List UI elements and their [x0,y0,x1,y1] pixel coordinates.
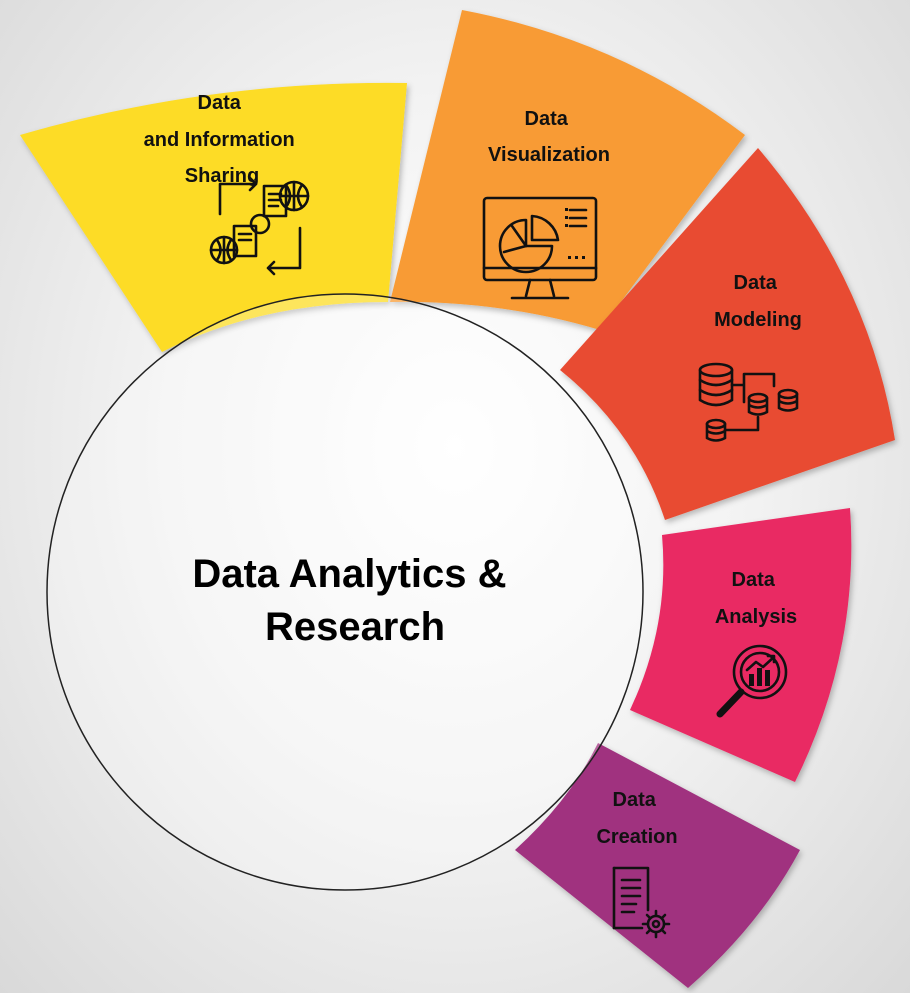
database-model-icon [698,362,799,442]
segment-label-line: Data [613,789,657,811]
analysis-magnifier-icon [716,644,788,718]
segment-data-creation[interactable] [515,743,800,988]
segment-data-analysis[interactable] [630,508,852,782]
segment-label-line: Analysis [715,606,797,628]
segment-label-line: Creation [596,826,677,848]
visualization-monitor-icon [482,196,598,300]
segment-data-modeling[interactable] [560,148,895,520]
segment-label-line: Data [198,92,242,114]
segment-shape [515,743,800,988]
svg-text:Data Visualization: Data Visualization [488,108,610,166]
center-title: Data Analytics & Research [192,552,517,649]
svg-text:Data and Information S: Data and Information Sharing [144,92,301,187]
svg-text:Data Creation: Data Creation [596,789,677,848]
segment-shape [20,82,407,353]
segment-label-line: and Information [144,129,295,151]
center-title-line: Research [265,605,445,649]
segment-label-line: Modeling [714,309,802,331]
svg-text:Data Analysis: Data Analysis [715,569,797,628]
segment-data-sharing[interactable] [20,82,407,353]
segment-label-line: Sharing [185,165,259,187]
segment-shape [560,148,895,520]
segment-data-visualization[interactable] [390,10,745,330]
segment-shape [630,508,852,782]
segment-label-line: Data [525,108,569,130]
center-circle [46,293,644,891]
data-sharing-icon [209,176,310,276]
segment-label-line: Visualization [488,144,610,166]
center-title-line: Data Analytics & [192,552,506,596]
segment-label-line: Data [732,569,776,591]
svg-text:Data Modeling: Data Modeling [714,272,802,331]
segment-shape [390,10,745,330]
document-gear-icon [612,866,671,939]
segment-label-line: Data [734,272,778,294]
